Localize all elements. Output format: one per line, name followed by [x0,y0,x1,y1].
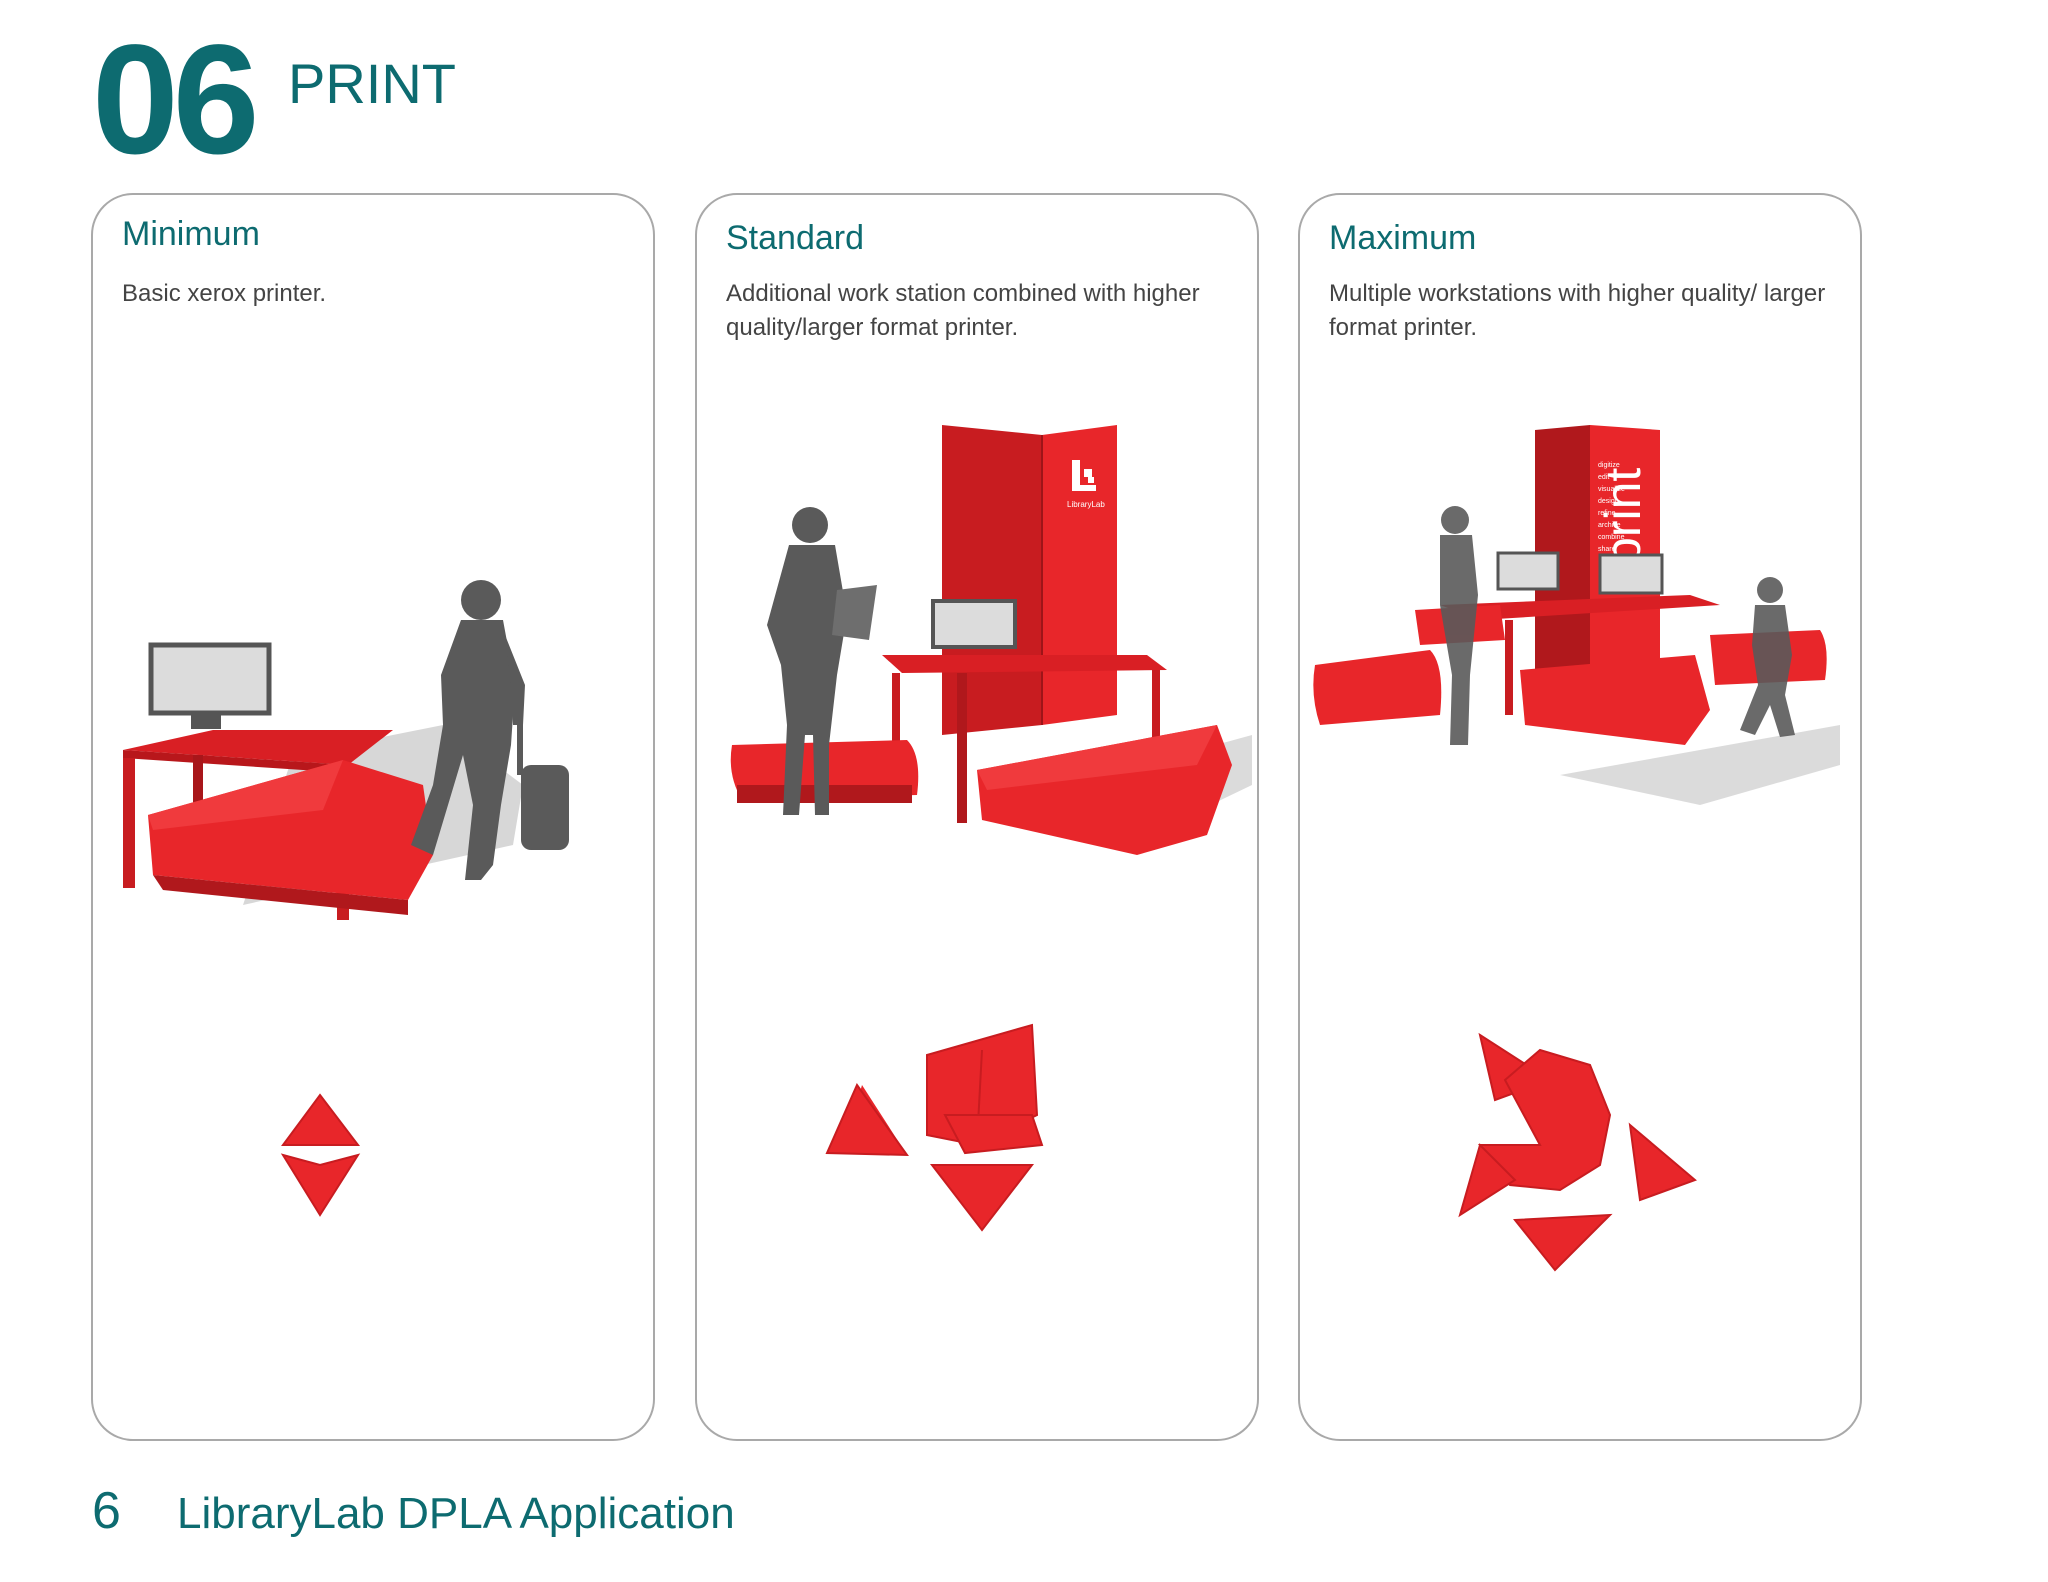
minimum-rendering [123,580,569,920]
tower-list-item: digitize [1598,462,1620,469]
option-title: Minimum [122,215,260,253]
section-number: 06 [92,13,260,187]
librarylab-logo-icon: LibraryLab [1067,460,1105,509]
tower-list-item: refine [1598,510,1616,517]
tower-list-item: edit [1598,474,1609,481]
tower-list-item: visualize [1598,486,1625,493]
option-title: Maximum [1329,219,1477,257]
person-silhouette-icon [767,507,877,815]
maximum-floor-plan [1458,1032,1697,1272]
tower-print-text: print [1595,468,1651,565]
option-description: Additional work station combined with hi… [726,280,1200,341]
tower-list-item: design [1598,498,1619,505]
person-silhouette-icon [1440,506,1478,745]
option-card-minimum: Minimum Basic xerox printer. [91,193,655,1441]
minimum-floor-plan [280,1093,361,1217]
option-card-standard: Standard Additional work station combine… [695,193,1259,1441]
document-title: LibraryLab DPLA Application [177,1489,735,1538]
tower-list-item: archive [1598,522,1621,529]
luggage-icon [517,715,569,850]
child-silhouette-icon [1740,577,1795,737]
person-silhouette-icon [411,580,525,880]
standard-rendering: LibraryLab [730,425,1252,855]
standard-floor-plan [825,1023,1044,1232]
panel-logo-text: LibraryLab [1067,500,1105,509]
option-description: Multiple workstations with higher qualit… [1329,280,1826,341]
section-title: PRINT [288,52,456,115]
page-number: 6 [92,1482,121,1540]
tower-list-item: share [1598,546,1616,553]
option-title: Standard [726,219,864,257]
tower-list-item: combine [1598,534,1625,541]
option-description: Basic xerox printer. [122,280,327,307]
maximum-rendering: print digitize edit visualize design ref… [1313,425,1840,805]
option-card-maximum: Maximum Multiple workstations with highe… [1298,193,1862,1441]
